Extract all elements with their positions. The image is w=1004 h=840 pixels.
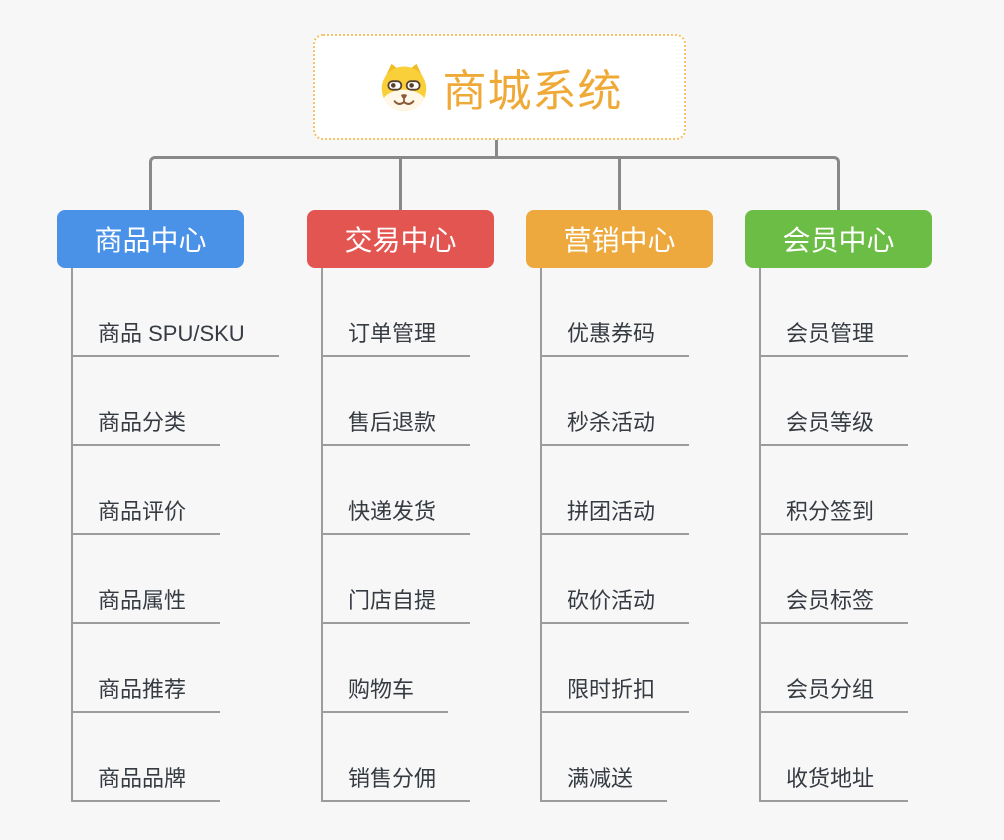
sub-topic-label: 门店自提 — [321, 583, 471, 624]
sub-topic[interactable]: 快递发货 — [321, 446, 471, 535]
sub-topic[interactable]: 会员标签 — [759, 535, 909, 624]
sub-topic-label: 商品品牌 — [71, 761, 221, 802]
sub-topic[interactable]: 收货地址 — [759, 713, 909, 802]
branch-trade-center: 交易中心 订单管理 售后退款 快递发货 门店自提 购物车 销售分佣 — [307, 210, 494, 802]
sub-topic-label: 售后退款 — [321, 405, 471, 446]
sub-topic-label: 商品推荐 — [71, 672, 221, 713]
sub-topic-label: 商品属性 — [71, 583, 221, 624]
sub-topic-label: 商品 SPU/SKU — [71, 316, 279, 357]
branch-member-center: 会员中心 会员管理 会员等级 积分签到 会员标签 会员分组 收货地址 — [745, 210, 932, 802]
connector-drop-trade — [399, 156, 402, 210]
sub-topic[interactable]: 商品属性 — [71, 535, 279, 624]
sub-topic-label: 满减送 — [540, 761, 668, 802]
sub-topic[interactable]: 销售分佣 — [321, 713, 471, 802]
sub-topic-label: 购物车 — [321, 672, 449, 713]
sub-topic[interactable]: 秒杀活动 — [540, 357, 690, 446]
branch-product-center: 商品中心 商品 SPU/SKU 商品分类 商品评价 商品属性 商品推荐 商品品牌 — [57, 210, 279, 802]
sub-topic[interactable]: 售后退款 — [321, 357, 471, 446]
sub-topic-label: 拼团活动 — [540, 494, 690, 535]
connector-branch-line — [321, 268, 323, 800]
sub-topic-label: 砍价活动 — [540, 583, 690, 624]
sub-topic-label: 销售分佣 — [321, 761, 471, 802]
connector-root-stem — [495, 140, 498, 159]
connector-branch-line — [540, 268, 542, 800]
sub-topic[interactable]: 商品评价 — [71, 446, 279, 535]
sub-topic-label: 限时折扣 — [540, 672, 690, 713]
branch-children-marketing: 优惠券码 秒杀活动 拼团活动 砍价活动 限时折扣 满减送 — [540, 268, 690, 802]
sub-topic-label: 秒杀活动 — [540, 405, 690, 446]
branch-topic-label: 商品中心 — [94, 225, 207, 256]
root-topic[interactable]: 商城系统 — [313, 34, 686, 140]
branch-topic-trade-center[interactable]: 交易中心 — [307, 210, 494, 268]
sub-topic[interactable]: 拼团活动 — [540, 446, 690, 535]
sub-topic[interactable]: 满减送 — [540, 713, 689, 802]
branch-topic-product-center[interactable]: 商品中心 — [57, 210, 244, 268]
sub-topic[interactable]: 限时折扣 — [540, 624, 690, 713]
branch-children-member: 会员管理 会员等级 积分签到 会员标签 会员分组 收货地址 — [759, 268, 909, 802]
branch-topic-label: 交易中心 — [344, 225, 457, 256]
branch-topic-label: 会员中心 — [782, 225, 895, 256]
sub-topic[interactable]: 商品品牌 — [71, 713, 279, 802]
sub-topic-label: 收货地址 — [759, 761, 909, 802]
sub-topic-label: 会员分组 — [759, 672, 909, 713]
sub-topic-label: 积分签到 — [759, 494, 909, 535]
sub-topic[interactable]: 积分签到 — [759, 446, 909, 535]
sub-topic[interactable]: 商品推荐 — [71, 624, 279, 713]
sub-topic-label: 优惠券码 — [540, 316, 690, 357]
sub-topic-label: 会员等级 — [759, 405, 909, 446]
branch-topic-member-center[interactable]: 会员中心 — [745, 210, 932, 268]
sub-topic-label: 商品分类 — [71, 405, 221, 446]
sub-topic[interactable]: 会员管理 — [759, 268, 909, 357]
sub-topic-label: 商品评价 — [71, 494, 221, 535]
sub-topic-label: 订单管理 — [321, 316, 471, 357]
shiba-dog-icon — [377, 62, 431, 112]
branch-topic-marketing-center[interactable]: 营销中心 — [526, 210, 713, 268]
branch-topic-label: 营销中心 — [563, 225, 676, 256]
branch-marketing-center: 营销中心 优惠券码 秒杀活动 拼团活动 砍价活动 限时折扣 满减送 — [526, 210, 713, 802]
sub-topic[interactable]: 会员分组 — [759, 624, 909, 713]
sub-topic-label: 会员管理 — [759, 316, 909, 357]
branch-children-trade: 订单管理 售后退款 快递发货 门店自提 购物车 销售分佣 — [321, 268, 471, 802]
sub-topic[interactable]: 砍价活动 — [540, 535, 690, 624]
sub-topic[interactable]: 商品 SPU/SKU — [71, 268, 279, 357]
sub-topic[interactable]: 购物车 — [321, 624, 470, 713]
root-topic-title: 商城系统 — [442, 67, 623, 116]
connector-drop-marketing — [618, 156, 621, 210]
sub-topic[interactable]: 门店自提 — [321, 535, 471, 624]
branch-children-product: 商品 SPU/SKU 商品分类 商品评价 商品属性 商品推荐 商品品牌 — [71, 268, 279, 802]
sub-topic-label: 快递发货 — [321, 494, 471, 535]
connector-branch-line — [759, 268, 761, 800]
sub-topic[interactable]: 商品分类 — [71, 357, 279, 446]
sub-topic[interactable]: 会员等级 — [759, 357, 909, 446]
connector-bus — [149, 156, 840, 210]
connector-branch-line — [71, 268, 73, 800]
sub-topic[interactable]: 优惠券码 — [540, 268, 690, 357]
sub-topic[interactable]: 订单管理 — [321, 268, 471, 357]
sub-topic-label: 会员标签 — [759, 583, 909, 624]
